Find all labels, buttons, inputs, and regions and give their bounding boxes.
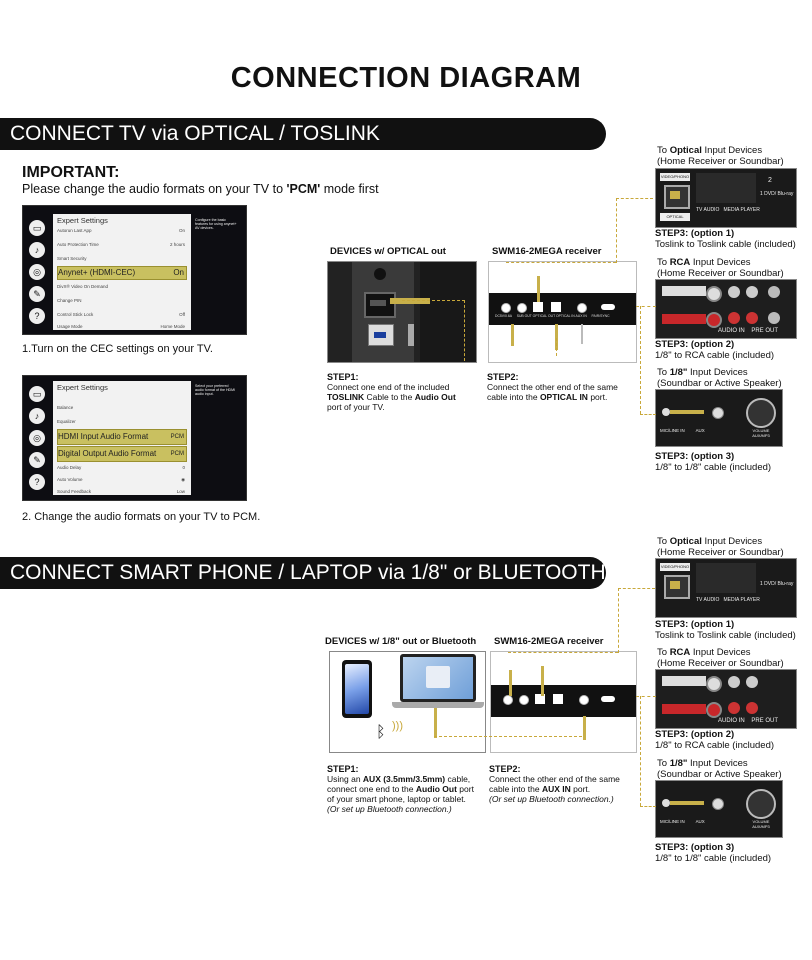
menu-side-description: Select your preferred audio format of th… [195, 384, 236, 397]
devices-bt-label: DEVICES w/ 1/8" out or Bluetooth [325, 636, 477, 647]
menu-title: Expert Settings [57, 383, 108, 392]
optical-device-photo: VIDEO/PHONO OPTICAL TV AUDIO MEDIA PLAYE… [655, 168, 797, 228]
network-icon: ◎ [29, 430, 45, 446]
menu-row: Balance [57, 405, 74, 410]
wrench-icon: ✎ [29, 286, 45, 302]
devices-optical-label: DEVICES w/ OPTICAL out [330, 246, 446, 257]
opt3-heading: To 1/8" Input Devices (Soundbar or Activ… [657, 367, 782, 389]
opt3-step-2: STEP3: (option 3) 1/8" to 1/8" cable (in… [655, 842, 772, 864]
opt1-step: STEP3: (option 1) Toslink to Toslink cab… [655, 228, 796, 250]
optical-device-photo-2: VIDEO/PHONO TV AUDIO MEDIA PLAYER 1 DVD/… [655, 558, 797, 618]
receiver-photo-2 [490, 651, 637, 753]
receiver-label-1: SWM16-2MEGA receiver [492, 246, 602, 257]
opt1-heading-2: To Optical Input Devices (Home Receiver … [657, 536, 784, 558]
menu-row: Change PIN [57, 298, 82, 303]
receiver-label-2: SWM16-2MEGA receiver [494, 636, 604, 647]
phone-laptop-photo: ᛒ ))) [329, 651, 486, 753]
menu-row: Auto Volume◉ [57, 477, 185, 482]
source-icon: ▭ [29, 220, 45, 236]
menu-row: Equalizer [57, 419, 76, 424]
tv-menu-screenshot-cec: ▭ ♪ ◎ ✎ ? Expert Settings Autorun Last A… [22, 205, 247, 335]
sound-icon: ♪ [29, 242, 45, 258]
tv-back-panel-photo [327, 261, 477, 363]
section1-step2: STEP2: Connect the other end of the same… [487, 372, 618, 402]
smartphone [342, 660, 372, 718]
opt3-heading-2: To 1/8" Input Devices (Soundbar or Activ… [657, 758, 782, 780]
opt3-step: STEP3: (option 3) 1/8" to 1/8" cable (in… [655, 451, 772, 473]
tv-menu-screenshot-audio: ▭ ♪ ◎ ✎ ? Expert Settings Balance Equali… [22, 375, 247, 501]
rca-device-photo-2: AUDIO IN PRE OUT [655, 669, 797, 729]
support-icon: ? [29, 474, 45, 490]
receiver-photo-1: DC5V/0.6A SUB OUT OPTICAL OUT OPTICAL IN… [488, 261, 637, 363]
rca-device-photo: AUDIO IN PRE OUT [655, 279, 797, 339]
source-icon: ▭ [29, 386, 45, 402]
settings-menu: Expert Settings Balance Equalizer HDMI I… [53, 381, 191, 495]
support-icon: ? [29, 308, 45, 324]
note-pcm: 2. Change the audio formats on your TV t… [22, 511, 261, 523]
wrench-icon: ✎ [29, 452, 45, 468]
opt1-heading: To Optical Input Devices (Home Receiver … [657, 145, 784, 167]
network-icon: ◎ [29, 264, 45, 280]
section1-step1: STEP1: Connect one end of the included T… [327, 372, 456, 412]
note-cec: 1.Turn on the CEC settings on your TV. [22, 343, 213, 355]
opt2-heading-2: To RCA Input Devices (Home Receiver or S… [657, 647, 784, 669]
important-text: Please change the audio formats on your … [22, 182, 379, 196]
section1-heading: CONNECT TV via OPTICAL / TOSLINK [0, 118, 606, 150]
aux-device-photo: MIC/LINE IN AUX VOLUME AUX/MP3 [655, 389, 783, 447]
wireless-signal-icon: ))) [392, 720, 403, 732]
opt2-heading: To RCA Input Devices (Home Receiver or S… [657, 257, 784, 279]
menu-row: DivX® Video On Demand [57, 284, 109, 289]
page-title: CONNECTION DIAGRAM [230, 62, 582, 94]
laptop [400, 654, 476, 702]
opt2-step: STEP3: (option 2) 1/8" to RCA cable (inc… [655, 339, 775, 361]
bluetooth-icon: ᛒ [376, 724, 386, 741]
opt1-step-2: STEP3: (option 1) Toslink to Toslink cab… [655, 619, 796, 641]
aux-device-photo-2: MIC/LINE IN AUX VOLUME AUX/MP3 [655, 780, 783, 838]
sound-icon: ♪ [29, 408, 45, 424]
important-heading: IMPORTANT: [22, 164, 120, 181]
section2-step1: STEP1: Using an AUX (3.5mm/3.5mm) cable,… [327, 764, 474, 814]
section2-step2: STEP2: Connect the other end of the same… [489, 764, 620, 804]
menu-row: Smart Security [57, 256, 87, 261]
menu-side-description: Configure the basic features for using a… [195, 218, 237, 231]
menu-title: Expert Settings [57, 216, 108, 225]
menu-row-anynet-highlight: Anynet+ (HDMI-CEC)On [57, 266, 187, 280]
section2-heading: CONNECT SMART PHONE / LAPTOP via 1/8" or… [0, 557, 606, 589]
opt2-step-2: STEP3: (option 2) 1/8" to RCA cable (inc… [655, 729, 775, 751]
